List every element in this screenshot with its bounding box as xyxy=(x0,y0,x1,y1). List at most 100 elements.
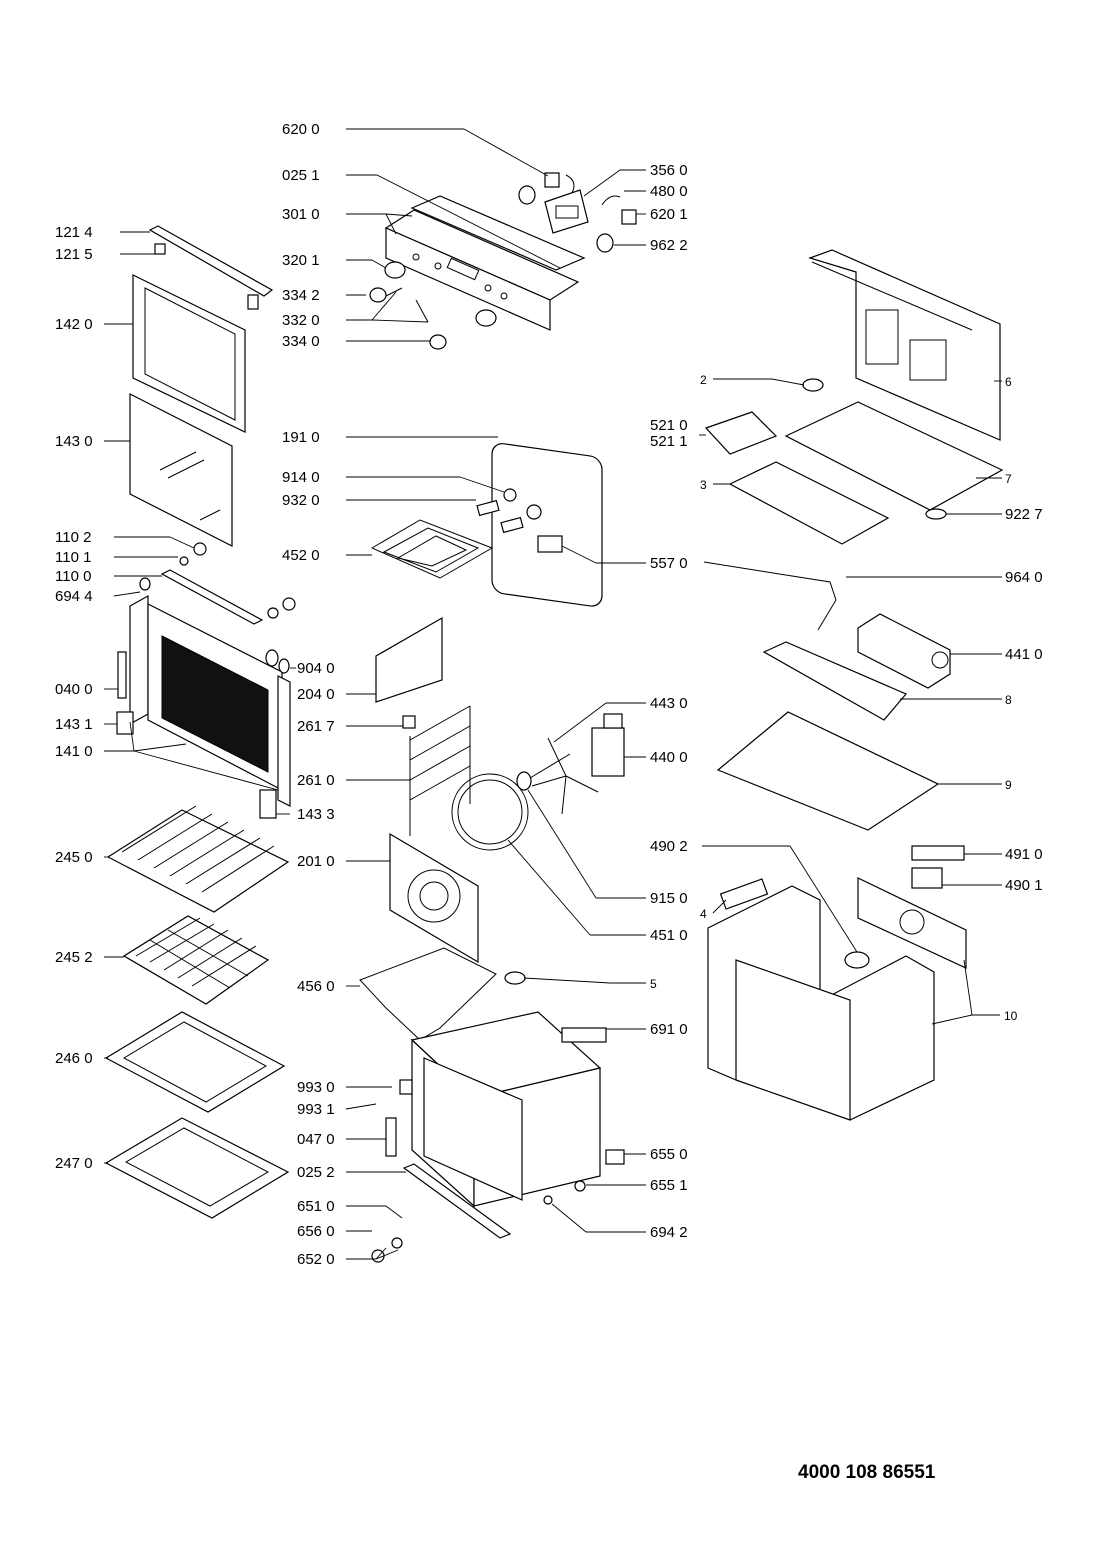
callout-label: 332 0 xyxy=(282,312,320,329)
callout-label: 245 0 xyxy=(55,849,93,866)
door-seal xyxy=(491,443,603,607)
callout-label: 441 0 xyxy=(1005,646,1043,663)
callout-label: 301 0 xyxy=(282,206,320,223)
callout-label: 491 0 xyxy=(1005,846,1043,863)
callout-label: 620 1 xyxy=(650,206,688,223)
part-drawings xyxy=(104,172,1004,1263)
leader-lines xyxy=(104,128,1002,1260)
callout-label: 247 0 xyxy=(55,1155,93,1172)
callout-label: 4 xyxy=(700,907,707,921)
callout-label: 320 1 xyxy=(282,252,320,269)
glass-panel xyxy=(129,393,233,547)
callout-label: 964 0 xyxy=(1005,569,1043,586)
top-cover xyxy=(808,249,1001,441)
callout-label: 6 xyxy=(1005,375,1012,389)
callout-label: 245 2 xyxy=(55,949,93,966)
callout-label: 3 xyxy=(700,478,707,492)
lamp-holder xyxy=(719,878,769,910)
callout-label: 443 0 xyxy=(650,695,688,712)
callout-label: 246 0 xyxy=(55,1050,93,1067)
callout-label: 143 0 xyxy=(55,433,93,450)
wire-shelf xyxy=(106,805,290,913)
callout-label: 652 0 xyxy=(297,1251,335,1268)
programmer-switches xyxy=(518,172,637,253)
washer-922 xyxy=(925,508,947,520)
grill-element xyxy=(370,488,563,579)
base-panel xyxy=(716,711,940,831)
lower-panel xyxy=(728,461,890,545)
callout-label: 143 3 xyxy=(297,806,335,823)
callout-label: 651 0 xyxy=(297,1198,335,1215)
rear-panel xyxy=(375,616,443,703)
callout-label: 025 2 xyxy=(297,1164,335,1181)
callout-label: 141 0 xyxy=(55,743,93,760)
callout-label: 932 0 xyxy=(282,492,320,509)
callout-label: 490 1 xyxy=(1005,877,1043,894)
bracket xyxy=(762,641,907,721)
drip-tray xyxy=(104,1117,290,1219)
callout-label: 040 0 xyxy=(55,681,93,698)
callout-labels: 620 0 025 1 301 0 320 1 334 2 332 0 334 … xyxy=(55,121,1043,1268)
door-top-trim xyxy=(148,225,274,310)
electronic-board xyxy=(704,411,778,455)
grommet xyxy=(802,378,824,392)
callout-label: 110 1 xyxy=(55,549,91,566)
callout-label: 922 7 xyxy=(1005,506,1043,523)
callout-label: 204 0 xyxy=(297,686,335,703)
callout-label: 490 2 xyxy=(650,838,688,855)
callout-label: 334 2 xyxy=(282,287,320,304)
outer-casing xyxy=(707,877,967,1121)
callout-label: 480 0 xyxy=(650,183,688,200)
callout-label: 962 2 xyxy=(650,237,688,254)
cooling-fan-motor xyxy=(857,613,951,689)
callout-label: 694 2 xyxy=(650,1224,688,1241)
callout-label: 356 0 xyxy=(650,162,688,179)
inner-glass-frame xyxy=(132,274,246,433)
knobs xyxy=(369,261,497,350)
callout-label: 655 1 xyxy=(650,1177,688,1194)
callout-label: 456 0 xyxy=(297,978,335,995)
callout-label: 191 0 xyxy=(282,429,320,446)
callout-label: 334 0 xyxy=(282,333,320,350)
outer-door xyxy=(116,594,291,819)
callout-label: 691 0 xyxy=(650,1021,688,1038)
document-number: 4000 108 86551 xyxy=(798,1462,936,1483)
callout-label: 656 0 xyxy=(297,1223,335,1240)
callout-label: 9 xyxy=(1005,778,1012,792)
callout-label: 025 1 xyxy=(282,167,320,184)
callout-label: 261 0 xyxy=(297,772,335,789)
callout-label: 521 1 xyxy=(650,433,688,450)
callout-label: 142 0 xyxy=(55,316,93,333)
callout-label: 121 5 xyxy=(55,246,93,263)
fan-cover xyxy=(389,832,479,964)
callout-label: 121 4 xyxy=(55,224,93,241)
heat-shield xyxy=(784,401,1004,511)
callout-label: 2 xyxy=(700,373,707,387)
grill-rack xyxy=(122,915,270,1005)
callout-label: 110 0 xyxy=(55,568,91,585)
terminal-block xyxy=(911,845,965,861)
callout-label: 521 0 xyxy=(650,417,688,434)
lower-element xyxy=(359,947,497,1041)
callout-label: 110 2 xyxy=(55,529,91,546)
pipe xyxy=(703,561,837,631)
callout-label: 047 0 xyxy=(297,1131,335,1148)
callout-label: 7 xyxy=(1005,472,1012,486)
oven-cavity xyxy=(371,971,625,1263)
callout-label: 993 1 xyxy=(297,1101,335,1118)
callout-label: 655 0 xyxy=(650,1146,688,1163)
callout-label: 451 0 xyxy=(650,927,688,944)
callout-label: 5 xyxy=(650,977,657,991)
callout-label: 694 4 xyxy=(55,588,93,605)
switch-block xyxy=(911,867,943,889)
callout-label: 993 0 xyxy=(297,1079,335,1096)
callout-label: 201 0 xyxy=(297,853,335,870)
callout-label: 261 7 xyxy=(297,718,335,735)
callout-label: 10 xyxy=(1004,1009,1018,1023)
washers xyxy=(139,542,296,625)
callout-label: 915 0 xyxy=(650,890,688,907)
callout-label: 452 0 xyxy=(282,547,320,564)
callout-label: 143 1 xyxy=(55,716,93,733)
baking-tray xyxy=(104,1011,286,1113)
